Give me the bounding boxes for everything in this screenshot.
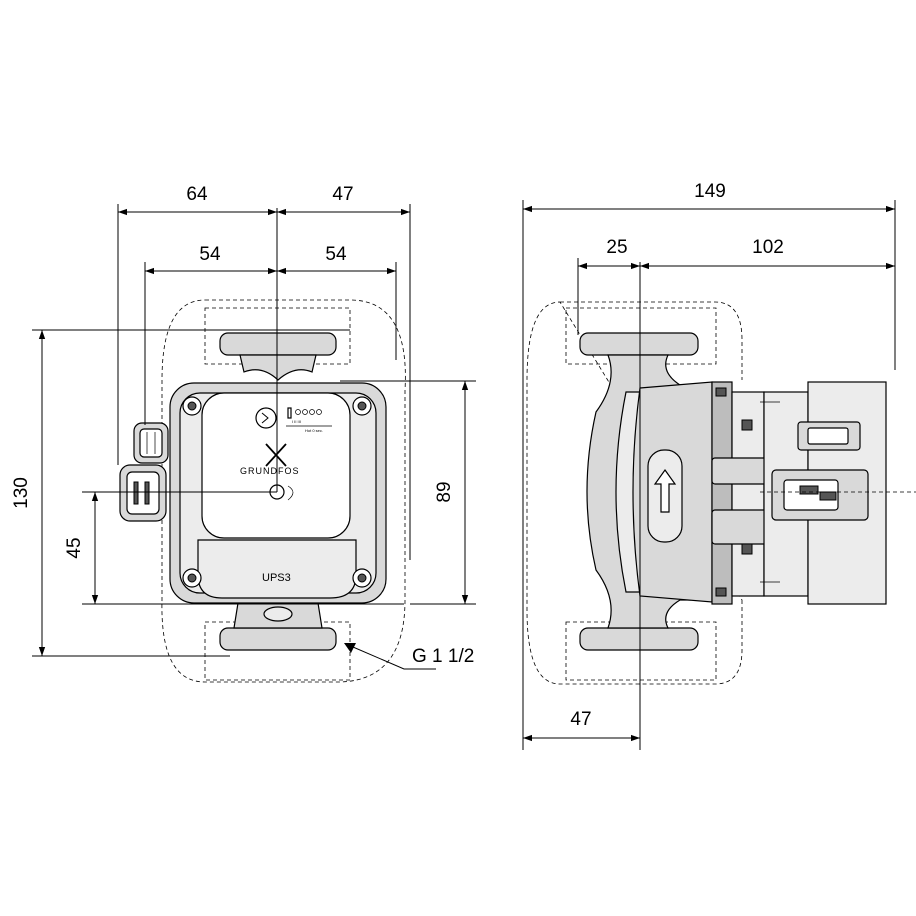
dim-text-54-right: 54: [325, 244, 347, 265]
front-bottom-flange: [219, 627, 337, 651]
front-connectors: [119, 422, 169, 522]
dim-text-54-left: 54: [199, 244, 221, 265]
side-inner-block-bottom: [711, 509, 769, 545]
svg-text:Hot 0 sec.: Hot 0 sec.: [305, 428, 323, 433]
side-stator-plate: [711, 381, 733, 605]
front-top-neck: [239, 354, 317, 381]
front-lower-panel: [197, 539, 357, 599]
side-envelope-outline: [526, 301, 743, 685]
flow-arrow-icon: [653, 468, 677, 513]
front-bottom-neck-hole: [263, 606, 293, 622]
front-top-flange: [219, 332, 337, 356]
grundfos-logo-icon: [265, 443, 287, 467]
side-top-flange: [579, 332, 699, 356]
front-screws: [182, 396, 372, 588]
dim-text-45: 45: [64, 537, 85, 558]
dim-text-130: 130: [11, 477, 32, 509]
front-envelope-outline: [161, 299, 406, 683]
front-panel-details: I II III Hot 0 sec. GRUNDFOS UPS3: [240, 407, 332, 584]
thread-leader-arrow-icon: [344, 643, 356, 653]
side-extension-lines: [522, 200, 896, 750]
dim-text-47-front: 47: [332, 184, 353, 205]
thread-leader-line: [345, 643, 436, 670]
dim-text-25: 25: [606, 237, 627, 258]
dim-text-47-side: 47: [570, 709, 591, 730]
front-brand-text: GRUNDFOS: [240, 466, 300, 476]
mode-button-icon: [255, 407, 277, 429]
side-bottom-flange: [579, 627, 699, 651]
dim-text-64: 64: [186, 184, 208, 205]
dim-text-89: 89: [434, 481, 455, 502]
front-view: I II III Hot 0 sec. GRUNDFOS UPS3: [11, 184, 476, 683]
front-control-panel: [201, 392, 351, 539]
dim-text-102: 102: [752, 237, 784, 258]
front-extension-lines: [32, 204, 476, 657]
dim-text-149: 149: [694, 181, 726, 202]
side-view: 149 25 102 47: [522, 181, 916, 750]
side-inner-block-top: [711, 457, 769, 485]
front-model-label: UPS3: [262, 572, 291, 584]
side-bottom-flange-ghost: [565, 621, 717, 681]
svg-text:I II III: I II III: [292, 419, 301, 424]
side-bolts: [715, 387, 780, 597]
thread-label: G 1 1/2: [412, 646, 474, 667]
